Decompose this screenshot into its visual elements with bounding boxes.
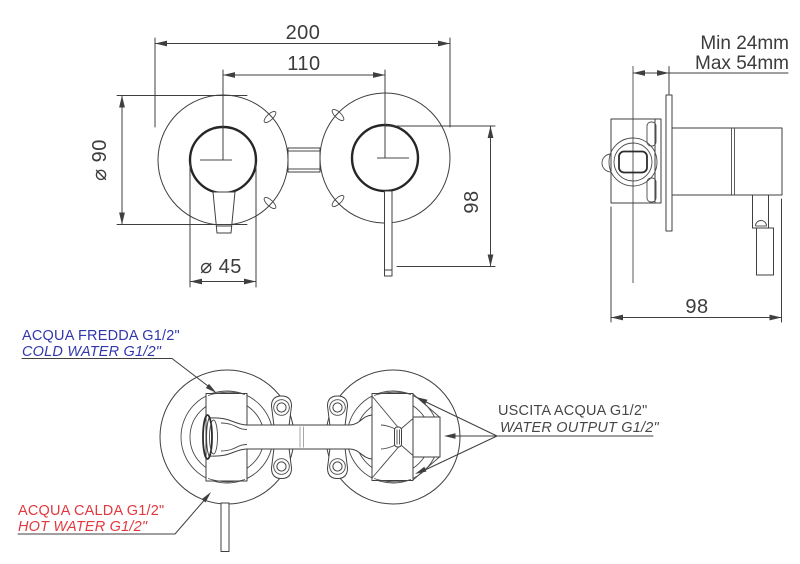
plate-connector	[287, 147, 321, 173]
side-lever-handle	[752, 194, 774, 276]
leader-arrow	[444, 433, 456, 439]
dim-arrow	[190, 278, 202, 285]
dim-depth-max-value: Max 54mm	[695, 53, 789, 74]
in-wall-body	[601, 118, 662, 204]
leader-arrow	[415, 466, 427, 474]
dim-depth: Min 24mm Max 54mm	[632, 33, 789, 95]
hot-water-leader	[17, 492, 211, 535]
leader-arrow	[205, 383, 217, 393]
mounting-bracket-left	[271, 395, 292, 479]
outer-sleeve	[671, 127, 783, 196]
dim-width-centers-value: 110	[287, 53, 320, 75]
hot-water-label-en: HOT WATER G1/2"	[18, 519, 148, 535]
dim-width-total-value: 200	[286, 22, 321, 44]
output-port-bottom	[373, 478, 412, 483]
dim-arrow	[223, 72, 235, 78]
cold-water-label-it: ACQUA FREDDA G1/2"	[22, 328, 180, 344]
hot-water-label-it: ACQUA CALDA G1/2"	[18, 503, 164, 519]
dim-arrow	[769, 314, 782, 321]
screw-hole	[276, 402, 287, 413]
screw-hole	[332, 461, 343, 472]
cartridge-window	[618, 150, 648, 174]
dim-arrow	[487, 254, 494, 267]
dim-depth-total-value: 98	[685, 296, 708, 318]
dim-arrow	[155, 40, 167, 47]
right-valve-body	[371, 393, 414, 481]
screw-hole	[276, 461, 287, 472]
temperature-knob-handle	[212, 191, 236, 234]
leader-arrow	[201, 492, 211, 503]
leader-arrow	[416, 397, 428, 405]
hot-inlet-port	[207, 478, 246, 483]
dim-arrow	[373, 72, 385, 78]
plate-lugs	[263, 108, 345, 210]
rear-lever-handle	[220, 502, 230, 552]
rear-view: ACQUA FREDDA G1/2" COLD WATER G1/2" ACQU…	[17, 328, 660, 552]
dim-arrow	[487, 126, 494, 138]
dim-arrow	[119, 95, 125, 108]
screw-hole	[332, 402, 343, 413]
cold-water-label-en: COLD WATER G1/2"	[22, 344, 162, 360]
water-output-label-it: USCITA ACQUA G1/2"	[498, 403, 648, 419]
wall-plate-side	[665, 94, 673, 232]
dim-knob-diameter-value: ⌀ 45	[200, 256, 242, 278]
water-output-leader	[415, 397, 654, 474]
dim-plate-diameter-value: ⌀ 90	[89, 139, 111, 181]
mounting-bracket-right	[327, 395, 348, 479]
dim-height: 98	[384, 125, 496, 267]
dim-arrow	[657, 70, 669, 76]
dim-width-centers: 110	[222, 53, 386, 161]
dim-knob-diameter: ⌀ 45	[189, 162, 257, 288]
water-output-port	[412, 416, 441, 458]
front-view: 200 110 ⌀ 90 ⌀ 45	[89, 22, 496, 288]
connecting-pipe	[202, 414, 373, 460]
dim-depth-min-value: Min 24mm	[700, 33, 789, 54]
dim-arrow	[611, 314, 623, 321]
dim-arrow	[244, 278, 256, 285]
cold-water-leader	[21, 358, 217, 393]
flow-lever-handle	[384, 190, 393, 277]
dim-depth-total: 98	[610, 198, 782, 323]
pipe-bell-left	[202, 414, 213, 460]
output-port-top	[373, 391, 412, 396]
water-output-label-en: WATER OUTPUT G1/2"	[500, 420, 660, 436]
dim-arrow	[119, 212, 125, 225]
side-view: Min 24mm Max 54mm 98	[601, 33, 789, 323]
dim-height-value: 98	[461, 190, 483, 213]
dim-arrow	[438, 40, 450, 47]
dim-plate-diameter: ⌀ 90	[89, 95, 248, 225]
dim-width-total: 200	[154, 22, 451, 128]
pipe-nozzle	[394, 426, 402, 448]
dim-arrow	[633, 70, 645, 76]
cold-inlet-port	[207, 391, 246, 396]
